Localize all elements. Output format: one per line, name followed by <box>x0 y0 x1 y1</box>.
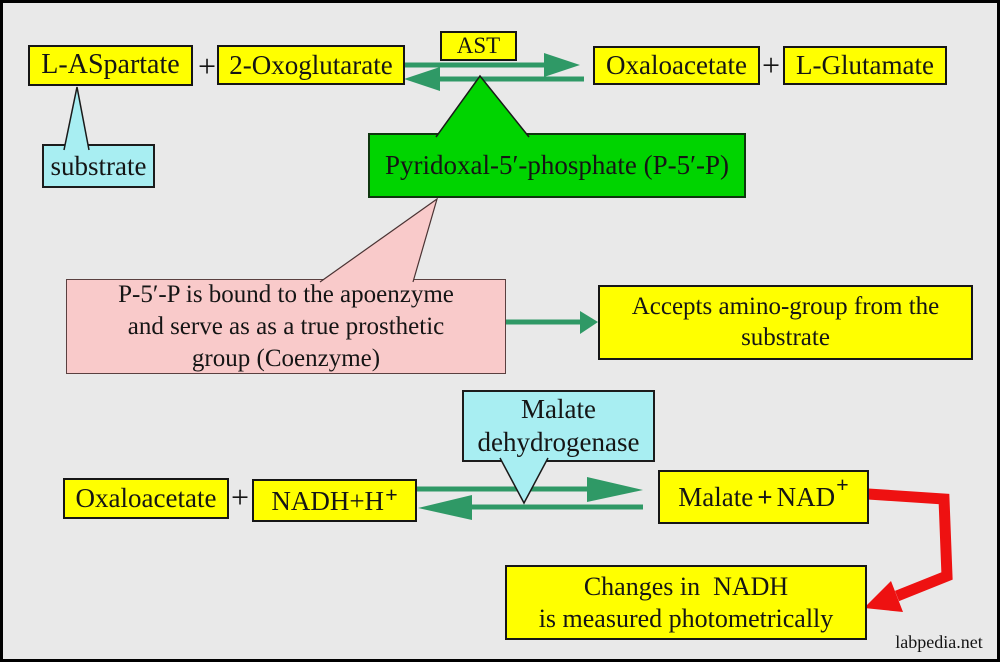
substrate-callout-pointer-icon <box>63 86 90 151</box>
note-callout-pointer-icon <box>319 197 439 283</box>
reaction1-forward-arrowhead-icon <box>544 53 580 77</box>
reaction2-reverse-arrowhead-icon <box>418 495 472 520</box>
substrate-callout-box: substrate <box>42 144 155 188</box>
nadh-label: NADH+H <box>271 486 385 517</box>
plus-sign: + <box>761 47 781 84</box>
accepts-amino-group-box: Accepts amino-group from the substrate <box>598 285 973 360</box>
malate-label: Malate <box>678 481 754 512</box>
ast-label: AST <box>456 32 501 58</box>
photometry-line-2: is measured photometrically <box>538 603 834 633</box>
substrate-label: substrate <box>50 150 147 181</box>
photometry-line-1: Changes in NADH <box>583 571 789 601</box>
oxoglutarate-label: 2-Oxoglutarate <box>229 49 393 80</box>
coenzyme-callout-pointer-icon <box>435 74 530 138</box>
nad-superscript-plus: + <box>836 471 849 497</box>
reaction1-plus-left: + <box>195 48 219 85</box>
malate-nad-box: Malate + NAD + <box>658 470 869 524</box>
watermark-label: labpedia.net <box>895 632 983 653</box>
oxoglutarate-box: 2-Oxoglutarate <box>217 45 405 85</box>
reaction1-plus-right: + <box>759 47 783 84</box>
reaction2-plus: + <box>228 479 252 516</box>
note-line-3: group (Coenzyme) <box>191 344 381 372</box>
accepts-line-2: substrate <box>741 323 830 351</box>
red-flow-arrowhead-icon <box>864 581 903 612</box>
malate-nad-plus: + <box>757 481 773 512</box>
malate-dehydrogenase-callout-box: Malate dehydrogenase <box>462 390 655 462</box>
oxaloacetate-bottom-label: Oxaloacetate <box>75 483 217 514</box>
mdh-line-1: Malate <box>521 394 596 425</box>
red-flow-arrow-line <box>867 488 953 602</box>
plus-sign: + <box>197 48 217 85</box>
nad-label: NAD <box>776 481 836 512</box>
ast-enzyme-box: AST <box>440 31 517 61</box>
l-glutamate-box: L-Glutamate <box>783 46 947 85</box>
oxaloacetate-top-label: Oxaloacetate <box>606 50 747 81</box>
mdh-callout-pointer-icon <box>499 457 549 505</box>
mdh-line-2: dehydrogenase <box>477 427 640 457</box>
note-line-2: and serve as as a true prosthetic <box>127 312 445 340</box>
photometry-box: Changes in NADH is measured photometrica… <box>505 565 867 640</box>
nadh-superscript-plus: + <box>385 481 398 507</box>
watermark-text: labpedia.net <box>888 630 990 654</box>
note-line-1: P-5′-P is bound to the apoenzyme <box>118 280 454 308</box>
coenzyme-label: Pyridoxal-5′-phosphate (P-5′-P) <box>384 150 729 181</box>
nadh-box: NADH+H + <box>252 479 417 522</box>
l-aspartate-label: L-ASpartate <box>41 49 180 81</box>
l-aspartate-box: L-ASpartate <box>28 45 193 86</box>
plus-sign: + <box>230 479 250 516</box>
reaction2-forward-arrowhead-icon <box>587 477 643 502</box>
reaction1-reverse-arrowhead-icon <box>404 67 440 91</box>
coenzyme-box: Pyridoxal-5′-phosphate (P-5′-P) <box>368 133 746 198</box>
oxaloacetate-top-box: Oxaloacetate <box>593 46 760 85</box>
l-glutamate-label: L-Glutamate <box>796 50 934 81</box>
accepts-line-1: Accepts amino-group from the <box>631 293 940 320</box>
coenzyme-note-box: P-5′-P is bound to the apoenzyme and ser… <box>66 279 506 374</box>
oxaloacetate-bottom-box: Oxaloacetate <box>63 478 229 519</box>
note-to-accepts-arrowhead-icon <box>580 311 598 334</box>
